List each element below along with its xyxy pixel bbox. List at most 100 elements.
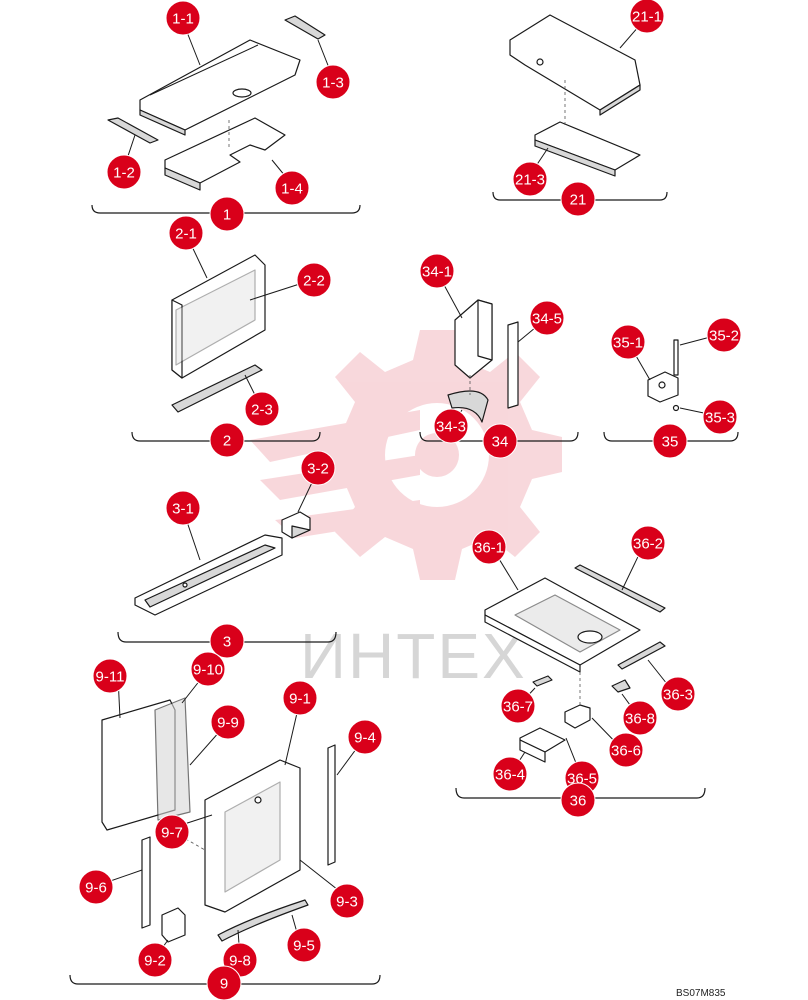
callout-35-1[interactable]: 35-1 (610, 324, 646, 360)
callout-balloon[interactable] (471, 529, 507, 565)
callout-2-2[interactable]: 2-2 (296, 262, 332, 298)
callout-balloon[interactable] (482, 423, 518, 459)
callout-balloon[interactable] (206, 965, 242, 1000)
callout-balloon[interactable] (300, 450, 336, 486)
callout-balloon[interactable] (296, 262, 332, 298)
callout-balloon[interactable] (78, 869, 114, 905)
callout-3-2[interactable]: 3-2 (300, 450, 336, 486)
callout-balloon[interactable] (529, 300, 565, 336)
callout-9-5[interactable]: 9-5 (286, 927, 322, 963)
callout-36-2[interactable]: 36-2 (630, 525, 666, 561)
callout-balloon[interactable] (274, 170, 310, 206)
callout-balloon[interactable] (610, 324, 646, 360)
part-35-2-bolt (673, 339, 679, 376)
callout-balloon[interactable] (630, 525, 666, 561)
callout-1-2[interactable]: 1-2 (106, 154, 142, 190)
callout-balloon[interactable] (244, 391, 280, 427)
callout-9-11[interactable]: 9-11 (92, 658, 128, 694)
callout-balloon[interactable] (608, 732, 644, 768)
watermark-text: ИНТЕХ (300, 620, 527, 692)
callout-35[interactable]: 35 (652, 423, 688, 459)
callout-9-2[interactable]: 9-2 (137, 942, 173, 978)
callout-balloon[interactable] (286, 927, 322, 963)
callout-21-1[interactable]: 21-1 (629, 0, 665, 34)
callout-9-10[interactable]: 9-10 (190, 651, 226, 687)
callout-balloon[interactable] (560, 181, 596, 217)
part-1-1-cover-plate (139, 39, 301, 136)
callout-balloon[interactable] (154, 814, 190, 850)
callout-1-4[interactable]: 1-4 (274, 170, 310, 206)
callout-balloon[interactable] (512, 161, 548, 197)
callout-9-3[interactable]: 9-3 (329, 883, 365, 919)
callout-1[interactable]: 1 (209, 196, 245, 232)
callout-balloon[interactable] (492, 756, 528, 792)
callout-balloon[interactable] (702, 399, 738, 435)
callout-balloon[interactable] (347, 719, 383, 755)
callout-balloon[interactable] (209, 196, 245, 232)
callout-3-1[interactable]: 3-1 (165, 490, 201, 526)
callout-36-7[interactable]: 36-7 (500, 688, 536, 724)
callout-balloon[interactable] (282, 680, 318, 716)
callout-9-6[interactable]: 9-6 (78, 869, 114, 905)
part-36-7-chip (532, 675, 553, 687)
callout-9[interactable]: 9 (206, 965, 242, 1000)
callout-34-1[interactable]: 34-1 (419, 253, 455, 289)
callout-balloon[interactable] (706, 317, 742, 353)
part-9-2-block (161, 907, 186, 943)
callout-36-1[interactable]: 36-1 (471, 529, 507, 565)
callout-21[interactable]: 21 (560, 181, 596, 217)
part-34-5-strip (507, 321, 519, 409)
callout-balloon[interactable] (329, 883, 365, 919)
callout-balloon[interactable] (168, 215, 204, 251)
callout-34-3[interactable]: 34-3 (433, 408, 469, 444)
callout-balloon[interactable] (190, 651, 226, 687)
callout-9-1[interactable]: 9-1 (282, 680, 318, 716)
part-1-3-strip (284, 15, 326, 40)
callout-34-5[interactable]: 34-5 (529, 300, 565, 336)
watermark-logo (250, 330, 562, 580)
part-1-2-strip (107, 117, 159, 144)
callout-36[interactable]: 36 (560, 782, 596, 818)
callout-36-3[interactable]: 36-3 (660, 676, 696, 712)
callout-balloon[interactable] (210, 704, 246, 740)
callout-34[interactable]: 34 (482, 423, 518, 459)
callout-9-9[interactable]: 9-9 (210, 704, 246, 740)
callout-35-2[interactable]: 35-2 (706, 317, 742, 353)
callout-21-3[interactable]: 21-3 (512, 161, 548, 197)
callout-balloon[interactable] (209, 422, 245, 458)
part-9-6-strip (141, 836, 151, 929)
callout-36-6[interactable]: 36-6 (608, 732, 644, 768)
callout-35-3[interactable]: 35-3 (702, 399, 738, 435)
callout-36-8[interactable]: 36-8 (622, 700, 658, 736)
callout-balloon[interactable] (652, 423, 688, 459)
part-9-4-strip (327, 744, 336, 866)
callout-9-7[interactable]: 9-7 (154, 814, 190, 850)
callout-2-1[interactable]: 2-1 (168, 215, 204, 251)
callout-balloon[interactable] (560, 782, 596, 818)
callout-1-1[interactable]: 1-1 (165, 0, 201, 36)
callout-balloon[interactable] (137, 942, 173, 978)
part-1-4-pad (164, 117, 286, 191)
callout-9-4[interactable]: 9-4 (347, 719, 383, 755)
callout-balloon[interactable] (315, 64, 351, 100)
callout-balloon[interactable] (433, 408, 469, 444)
callout-balloon[interactable] (165, 490, 201, 526)
callout-balloon[interactable] (419, 253, 455, 289)
callout-balloon[interactable] (165, 0, 201, 36)
callout-1-3[interactable]: 1-3 (315, 64, 351, 100)
part-36-1-tray (484, 577, 641, 673)
callout-2-3[interactable]: 2-3 (244, 391, 280, 427)
part-36-8-clip (611, 679, 631, 693)
callout-balloon[interactable] (660, 676, 696, 712)
callout-balloon[interactable] (92, 658, 128, 694)
part-36-5-block (564, 704, 591, 729)
part-9-1-housing (204, 759, 301, 913)
callout-3[interactable]: 3 (209, 623, 245, 659)
callout-balloon[interactable] (500, 688, 536, 724)
callout-balloon[interactable] (622, 700, 658, 736)
callout-balloon[interactable] (209, 623, 245, 659)
callout-2[interactable]: 2 (209, 422, 245, 458)
callout-balloon[interactable] (629, 0, 665, 34)
callout-balloon[interactable] (106, 154, 142, 190)
callout-36-4[interactable]: 36-4 (492, 756, 528, 792)
